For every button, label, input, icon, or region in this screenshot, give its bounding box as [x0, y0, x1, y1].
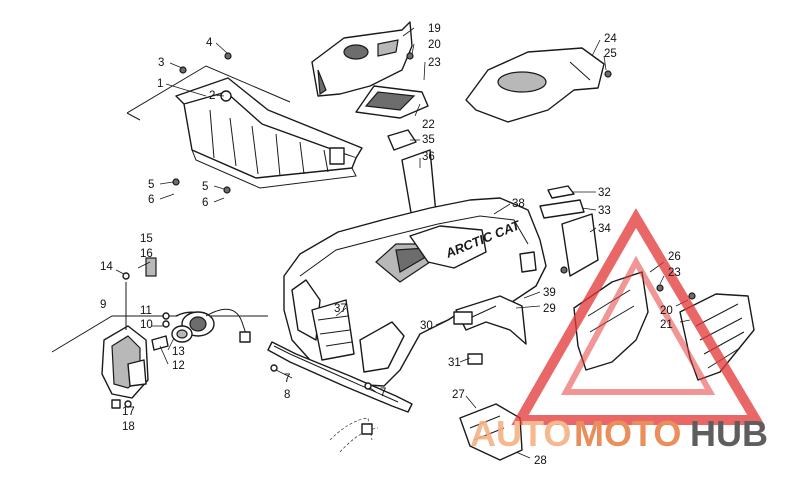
rack-leaders	[159, 42, 228, 203]
callout-15: 15	[140, 233, 153, 245]
watermark-text-hub: HUB	[690, 413, 768, 454]
callout-32: 32	[598, 187, 611, 199]
mud-flap	[459, 395, 531, 461]
callout-10: 10	[140, 319, 153, 331]
storage-lid	[465, 39, 612, 123]
callout-11: 11	[140, 305, 152, 317]
watermark-triangle	[511, 208, 765, 425]
callout-9: 9	[100, 299, 106, 311]
callout-16: 16	[140, 248, 153, 260]
callout-36: 36	[422, 151, 435, 163]
callout-6b: 6	[202, 197, 208, 209]
callout-20b: 20	[660, 305, 673, 317]
body-leaders	[275, 203, 541, 393]
callout-38: 38	[512, 198, 525, 210]
watermark-logo: AUTO MOTO HUB	[470, 208, 768, 454]
callout-6a: 6	[148, 194, 154, 206]
callout-34: 34	[598, 223, 611, 235]
callout-2: 2	[209, 90, 215, 102]
callout-18: 18	[122, 421, 135, 433]
callout-27: 27	[452, 389, 465, 401]
callout-5a: 5	[148, 179, 154, 191]
callout-17: 17	[122, 406, 135, 418]
callout-21: 21	[660, 319, 673, 331]
callout-14: 14	[100, 261, 113, 273]
callout-1: 1	[157, 78, 163, 90]
callout-12: 12	[172, 360, 185, 372]
callout-33: 33	[598, 205, 611, 217]
callout-31: 31	[448, 357, 461, 369]
callout-22: 22	[422, 119, 435, 131]
callout-8: 8	[284, 389, 290, 401]
front-fender: ARCTIC CAT	[283, 197, 568, 387]
callout-20a: 20	[428, 39, 441, 51]
dash-panel	[311, 21, 429, 119]
callout-5b: 5	[202, 181, 208, 193]
watermark-text-auto: AUTO	[470, 413, 571, 454]
callout-4: 4	[206, 37, 213, 49]
callout-7b: 7	[380, 387, 386, 399]
front-rack	[126, 52, 363, 194]
callout-24: 24	[604, 33, 617, 45]
callout-labels: 1 2 3 4 5 5 6 6 7 7 8 9 10 11 12 13 14 1…	[100, 23, 681, 467]
callout-13: 13	[172, 346, 185, 358]
callout-39: 39	[543, 287, 556, 299]
callout-26: 26	[668, 251, 681, 263]
decal-32-33-34	[539, 185, 599, 277]
callout-30: 30	[420, 320, 433, 332]
callout-7a: 7	[284, 373, 290, 385]
callout-25: 25	[604, 48, 617, 60]
callout-19: 19	[428, 23, 441, 35]
headlight-assembly	[51, 257, 268, 409]
callout-3: 3	[158, 57, 164, 69]
watermark-text-moto: MOTO	[574, 413, 681, 454]
callout-29: 29	[543, 303, 556, 315]
callout-28: 28	[534, 455, 547, 467]
callout-23a: 23	[428, 57, 441, 69]
callout-35: 35	[422, 134, 435, 146]
front-bumper	[267, 341, 413, 453]
callout-37: 37	[334, 303, 347, 315]
callout-23b: 23	[668, 267, 681, 279]
